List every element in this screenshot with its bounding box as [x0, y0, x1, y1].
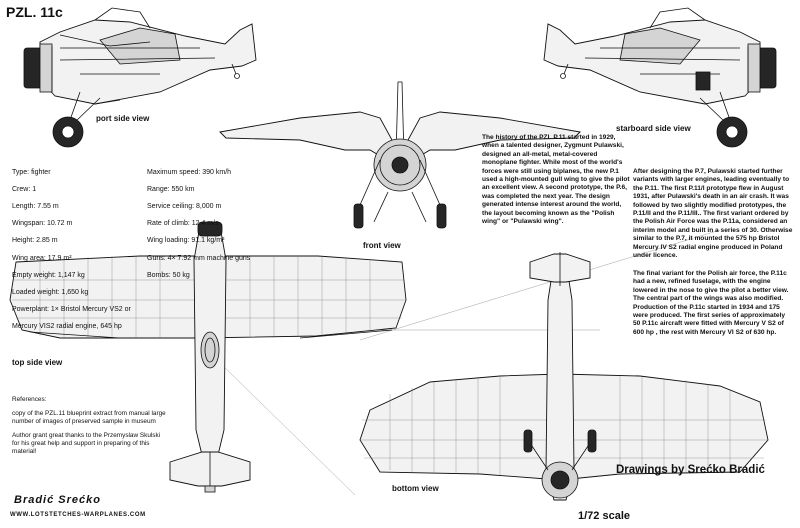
- spec-line: Rate of climb: 12.4 m/s: [147, 220, 219, 228]
- port-side-view-label: port side view: [96, 114, 150, 123]
- bottom-view-drawing: [359, 252, 769, 501]
- specifications-left: Type: fighter Crew: 1 Length: 7.55 m Win…: [12, 160, 160, 340]
- website-url[interactable]: WWW.LOTSTETCHES-WARPLANES.COM: [10, 512, 146, 518]
- spec-line: Empty weight: 1,147 kg: [12, 271, 85, 279]
- spec-line: Bombs: 50 kg: [147, 271, 190, 279]
- spec-line: Crew: 1: [12, 185, 37, 193]
- spec-line: Powerplant: 1× Bristol Mercury VS2 or: [12, 306, 131, 314]
- starboard-side-view-label: starboard side view: [616, 124, 691, 133]
- spec-line: Range: 550 km: [147, 185, 195, 193]
- top-side-view-drawing: [9, 221, 407, 493]
- spec-line: Wing area: 17.9 m²: [12, 254, 72, 262]
- spec-line: Wing loading: 91.1 kg/m²: [147, 237, 225, 245]
- front-view-drawing: [219, 81, 581, 229]
- spec-line: Height: 2.85 m: [12, 237, 58, 245]
- spec-line: Loaded weight: 1,650 kg: [12, 288, 89, 296]
- references-block: References: copy of the PZL.11 blueprint…: [12, 396, 167, 462]
- bottom-view-label: bottom view: [392, 484, 439, 493]
- specifications-right: Maximum speed: 390 km/h Range: 550 km Se…: [147, 160, 277, 289]
- spec-line: Guns: 4× 7.92 mm machine guns: [147, 254, 251, 262]
- references-thanks: Author grant great thanks to the Przemys…: [12, 432, 161, 455]
- spec-line: Mercury VIS2 radial engine, 645 hp: [12, 323, 122, 331]
- author-credit: Drawings by Srećko Bradić: [616, 464, 765, 476]
- author-signature: Bradić Srećko: [14, 494, 101, 506]
- history-paragraph-2: After designing the P.7, Pulawski starte…: [633, 168, 793, 260]
- spec-line: Service ceiling: 8,000 m: [147, 202, 222, 210]
- top-side-view-label: top side view: [12, 358, 63, 367]
- front-view-label: front view: [363, 241, 401, 250]
- starboard-side-view-drawing: [543, 7, 777, 148]
- scale-label: 1/72 scale: [578, 510, 630, 522]
- spec-line: Type: fighter: [12, 168, 51, 176]
- history-paragraph-3: The final variant for the Polish air for…: [633, 270, 789, 336]
- port-side-view-drawing: [23, 7, 257, 148]
- spec-line: Length: 7.55 m: [12, 202, 59, 210]
- spec-line: Wingspan: 10.72 m: [12, 220, 73, 228]
- drawing-title: PZL. 11c: [6, 4, 63, 20]
- spec-line: Maximum speed: 390 km/h: [147, 168, 232, 176]
- references-sources: copy of the PZL.11 blueprint extract fro…: [12, 410, 166, 425]
- references-heading: References:: [12, 396, 47, 403]
- history-paragraph-1: The history of the PZL P.11 started in 1…: [482, 134, 630, 226]
